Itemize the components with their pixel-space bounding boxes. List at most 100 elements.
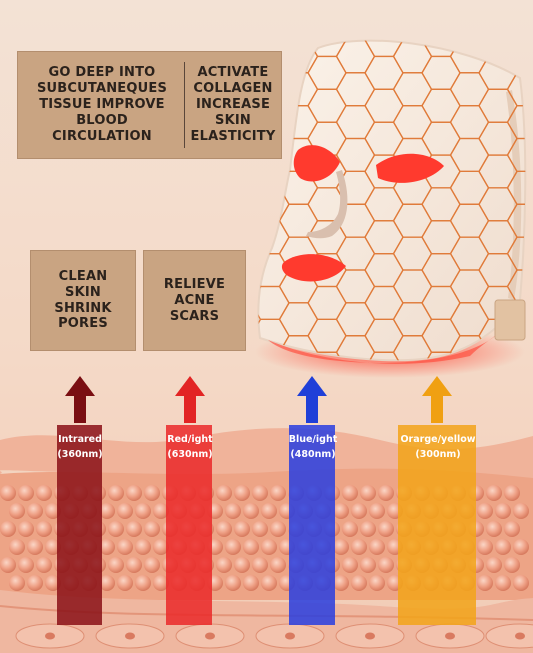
- skin-cell: [225, 539, 241, 555]
- skin-cell: [252, 485, 268, 501]
- mask-hexagon: [508, 369, 533, 402]
- skin-cell: [144, 485, 160, 501]
- benefit-box-acne: RELIEVE ACNE SCARS: [143, 250, 246, 351]
- skin-cell: [504, 557, 520, 573]
- skin-cell: [234, 557, 250, 573]
- mask-hexagon: [337, 402, 375, 435]
- skin-cell: [342, 557, 358, 573]
- skin-cell: [108, 521, 124, 537]
- skin-cell: [36, 521, 52, 537]
- skin-cell: [351, 503, 367, 519]
- mask-hexagon: [365, 385, 403, 418]
- skin-cell: [9, 503, 25, 519]
- skin-cell: [495, 575, 511, 591]
- skin-cell: [333, 503, 349, 519]
- yellow-light-label: Orarge/yellow (300nm): [400, 434, 476, 460]
- blue-arrow-icon: [297, 376, 327, 423]
- skin-cell: [243, 503, 259, 519]
- mask-hexagon: [479, 385, 517, 418]
- infrared-label: Intrared (360nm): [57, 434, 103, 460]
- mask-hexagon: [280, 402, 318, 435]
- skin-cell: [9, 539, 25, 555]
- skin-cell: [18, 557, 34, 573]
- skin-cell: [153, 503, 169, 519]
- mask-hexagon: [308, 385, 346, 418]
- skin-cell: [108, 557, 124, 573]
- mask-hexagon: [394, 402, 432, 435]
- skin-cell: [486, 521, 502, 537]
- skin-cell: [513, 503, 529, 519]
- mask-hexagon: [478, 40, 518, 58]
- skin-cell: [351, 575, 367, 591]
- skin-cell: [477, 503, 493, 519]
- skin-cell: [0, 485, 16, 501]
- infrared-arrow-icon: [65, 376, 95, 423]
- skin-cell: [225, 503, 241, 519]
- benefit-deep-tissue: GO DEEP INTO SUBCUTANEQUES TISSUE IMPROV…: [36, 65, 168, 144]
- cell-nucleus: [125, 632, 135, 640]
- skin-cell: [243, 575, 259, 591]
- skin-cell: [261, 575, 277, 591]
- skin-cell: [513, 539, 529, 555]
- cell-nucleus: [515, 632, 525, 640]
- skin-cell: [333, 539, 349, 555]
- red-arrow-icon: [175, 376, 205, 423]
- skin-cell: [27, 539, 43, 555]
- skin-cell: [117, 575, 133, 591]
- skin-cell: [9, 575, 25, 591]
- skin-cell: [234, 521, 250, 537]
- mask-hexagon: [422, 385, 460, 418]
- skin-cell: [117, 503, 133, 519]
- skin-cell: [252, 557, 268, 573]
- dermis-cell: [485, 623, 533, 649]
- skin-cell: [135, 503, 151, 519]
- skin-cell: [18, 485, 34, 501]
- mouth-light: [281, 254, 346, 282]
- skin-cell: [270, 557, 286, 573]
- mask-shell: [257, 39, 527, 362]
- skin-cell: [144, 521, 160, 537]
- skin-cell: [243, 539, 259, 555]
- skin-cell: [360, 521, 376, 537]
- skin-cell: [369, 539, 385, 555]
- benefit-box-top: GO DEEP INTO SUBCUTANEQUES TISSUE IMPROV…: [17, 51, 282, 159]
- skin-cell: [486, 557, 502, 573]
- benefit-box-pores: CLEAN SKIN SHRINK PORES: [30, 250, 136, 351]
- red-light-label: Red/ight (630nm): [167, 434, 213, 460]
- mask-hexagon: [508, 402, 533, 435]
- mask-hexagon: [280, 369, 318, 402]
- skin-cell: [342, 485, 358, 501]
- skin-cell: [117, 539, 133, 555]
- benefit-divider: [184, 62, 185, 148]
- skin-cell: [270, 521, 286, 537]
- skin-cell: [234, 485, 250, 501]
- cell-nucleus: [285, 632, 295, 640]
- cell-nucleus: [365, 632, 375, 640]
- skin-cell: [495, 539, 511, 555]
- skin-cell: [0, 521, 16, 537]
- skin-cell: [27, 503, 43, 519]
- skin-cell: [504, 521, 520, 537]
- skin-cell: [270, 485, 286, 501]
- skin-cell: [126, 485, 142, 501]
- skin-cell: [369, 503, 385, 519]
- blue-light-beam: [289, 425, 335, 625]
- skin-cell: [99, 539, 115, 555]
- skin-cell: [216, 557, 232, 573]
- skin-cell: [477, 539, 493, 555]
- mask-hexagon: [251, 385, 289, 418]
- mask-hexagon: [451, 402, 489, 435]
- skin-cell: [252, 521, 268, 537]
- blue-light-label: Blue/ight (480nm): [288, 434, 338, 460]
- skin-cell: [36, 485, 52, 501]
- skin-cell: [108, 485, 124, 501]
- skin-cell: [216, 521, 232, 537]
- mask-hexagon: [421, 351, 461, 361]
- skin-cell: [144, 557, 160, 573]
- cell-nucleus: [445, 632, 455, 640]
- skin-cell: [153, 539, 169, 555]
- skin-cell: [504, 485, 520, 501]
- right-eye-light: [376, 153, 444, 183]
